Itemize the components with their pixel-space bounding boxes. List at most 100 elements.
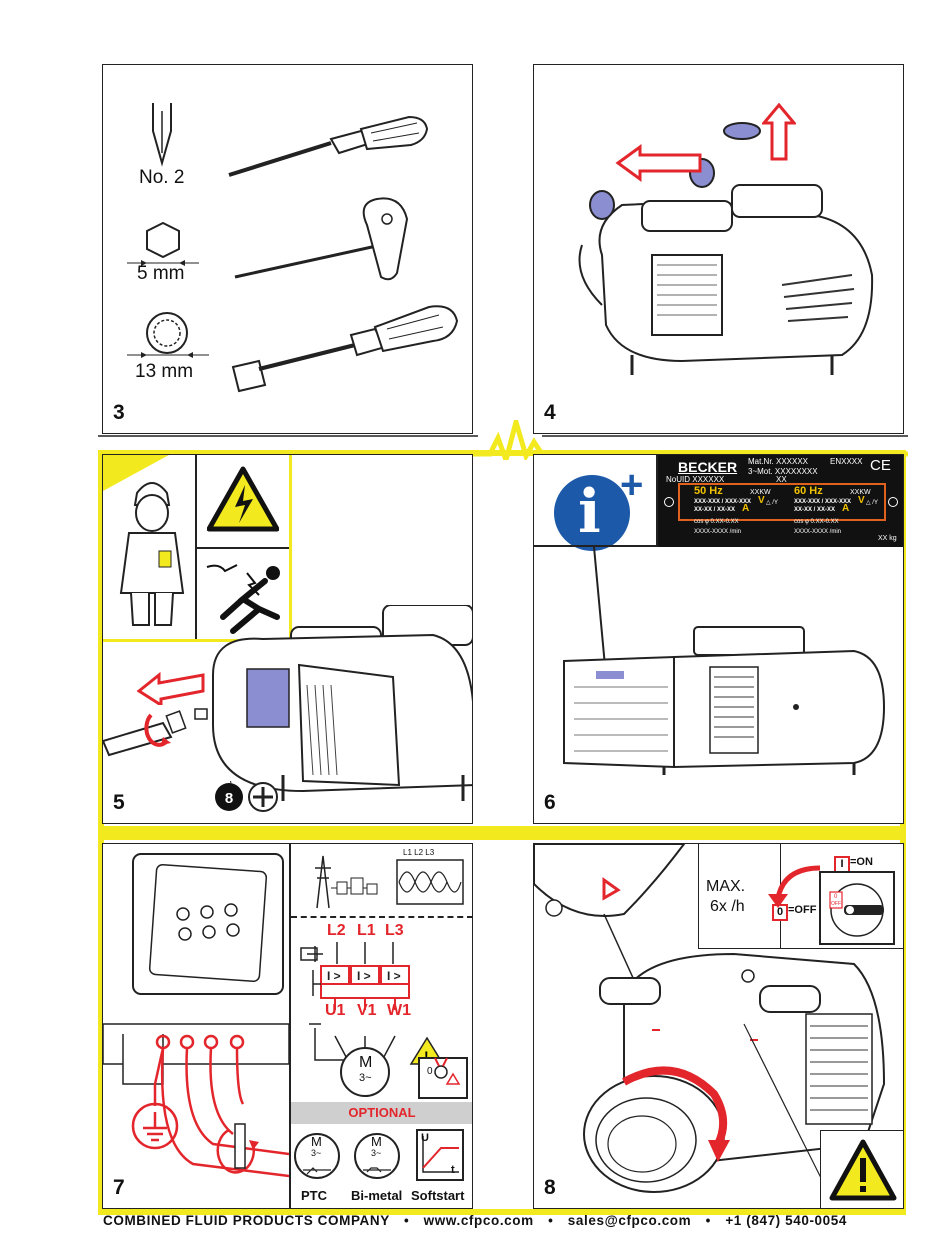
plate-rpm60: XXXX-XXXX /min — [794, 529, 842, 535]
footer-bullet: • — [705, 1213, 711, 1228]
high-voltage-warning-icon — [207, 466, 279, 532]
yellow-frame-middle — [98, 826, 906, 840]
yellow-frame-bottom — [98, 1209, 906, 1215]
phases-label: L1 L2 L3 — [403, 848, 435, 857]
plate-en: ENXXXX — [830, 457, 863, 466]
panel-number: 3 — [113, 401, 125, 424]
panel-number: 5 — [113, 791, 125, 814]
info-plus-icon: + — [620, 463, 644, 507]
footer-bullet: • — [548, 1213, 554, 1228]
dashed-separator — [291, 916, 472, 918]
screwdriver-label: No. 2 — [139, 167, 185, 188]
plate-dy60: △ /Y — [866, 500, 878, 506]
off-label: =OFF — [788, 904, 817, 916]
softstart-label: Softstart — [411, 1188, 465, 1203]
optional-devices-icons — [294, 1129, 464, 1181]
contactor-diagram: I >I >I > ! — [300, 942, 468, 1099]
plate-weight: XX kg — [878, 535, 897, 542]
svg-text:I >: I > — [387, 969, 401, 983]
phillips-screwdriver-icon — [228, 115, 429, 177]
plate-matnr: Mat.Nr. XXXXXX — [748, 457, 809, 466]
motor-m-label: M — [359, 1054, 373, 1071]
plate-kw60: XXKW — [850, 489, 871, 496]
max-label: MAX. — [706, 878, 746, 895]
socket-label: 13 mm — [135, 361, 194, 382]
pump-illustration-8 — [534, 844, 886, 1193]
plate-v50: V — [758, 495, 765, 506]
safety-box — [103, 455, 292, 642]
footer-phone: +1 (847) 540-0054 — [725, 1213, 847, 1228]
torque-and-bit-icons: 8 — [215, 781, 278, 812]
knob-off-label: OFF — [831, 901, 841, 907]
plate-60hz: 60 Hz — [794, 485, 823, 497]
panel-7-wiring: L1 L2 L3 L2 L1 L3 I >I >I > ! U1 V1 W1 M… — [102, 843, 473, 1209]
plate-50hz: 50 Hz — [694, 485, 723, 497]
w1-label: W1 — [387, 1002, 411, 1019]
arrow-left-icon — [615, 144, 702, 182]
plate-volt60: XXX-XXX / XXX-XXX — [794, 499, 852, 505]
general-warning-icon — [829, 1139, 897, 1201]
plate-rpm50: XXXX-XXXX /min — [694, 529, 742, 535]
panel-number: 4 — [544, 401, 556, 424]
pump-illustration-4 — [578, 122, 874, 375]
plate-mot: 3~Mot. XXXXXXXX — [748, 467, 818, 476]
motor-phase-label: 3~ — [359, 1072, 372, 1084]
hex-nut-icon — [127, 221, 199, 266]
plate-highlight-box — [678, 483, 886, 521]
plate-dy50: △ /Y — [766, 500, 778, 506]
info-icon: i — [554, 475, 630, 551]
socket-ring-icon — [127, 312, 209, 358]
panel-6-nameplate: i + BECKER Mat.Nr. XXXXXX ENXXXX CE 3~Mo… — [533, 454, 904, 824]
socket-driver-icon — [231, 305, 459, 393]
l3-label: L3 — [385, 922, 404, 939]
ptc-motor-m: M — [311, 1134, 322, 1149]
on-label: =ON — [850, 856, 873, 868]
plate-ce: CE — [870, 457, 891, 474]
optional-bar — [291, 1102, 472, 1124]
callout-divider — [534, 545, 656, 547]
knob-zero-label: 0 — [834, 894, 838, 900]
power-grid-icon — [315, 855, 464, 909]
screwdriver-tip-icon — [152, 103, 172, 167]
footer-company: COMBINED FLUID PRODUCTS COMPANY — [103, 1213, 390, 1228]
nameplate: BECKER Mat.Nr. XXXXXX ENXXXX CE 3~Mot. X… — [658, 455, 903, 547]
callout-divider-v — [656, 455, 658, 547]
panel-5-terminal-cover: 8 5 — [102, 454, 473, 824]
optional-label: OPTIONAL — [348, 1105, 416, 1120]
softstart-t-axis: t — [451, 1164, 455, 1176]
plate-amp50: XX-XX / XX-XX — [694, 507, 736, 513]
footer-website[interactable]: www.cfpco.com — [423, 1213, 534, 1228]
l1-label: L1 — [357, 922, 376, 939]
footer-bullet: • — [403, 1213, 410, 1228]
yellow-corner-flag — [103, 455, 169, 491]
plate-kw50: XXKW — [750, 489, 771, 496]
l2-label: L2 — [327, 922, 346, 939]
ptc-motor-phase: 3~ — [311, 1148, 322, 1158]
panel-number: 8 — [544, 1176, 556, 1199]
bimetal-label: Bi-metal — [351, 1188, 403, 1203]
u1-label: U1 — [325, 1002, 346, 1019]
svg-text:I >: I > — [327, 969, 341, 983]
softstart-u-axis: U — [421, 1132, 429, 1144]
plate-volt50: XXX-XXX / XXX-XXX — [694, 499, 752, 505]
plate-cos60: cos φ 0.XX-0.XX — [794, 519, 839, 525]
arrow-up-icon — [762, 103, 796, 161]
divider-horizontal — [197, 547, 289, 549]
terminal-box-illustration — [103, 853, 289, 1178]
panel-8-rotation: MAX. 6x /h I =ON 0 =OFF OFF 0 8 — [533, 843, 904, 1209]
footer-email[interactable]: sales@cfpco.com — [567, 1213, 692, 1228]
ptc-label: PTC — [301, 1188, 327, 1203]
pump-illustration-6 — [563, 547, 886, 775]
bimetal-motor-m: M — [371, 1134, 382, 1149]
yellow-frame-center — [472, 450, 534, 1215]
plate-a50: A — [742, 503, 750, 514]
hex-key-label: 5 mm — [137, 263, 185, 284]
svg-text:!: ! — [424, 1048, 429, 1064]
pump-illustration-5 — [103, 605, 472, 801]
hex-key-icon — [234, 197, 409, 281]
panel-4-remove-plugs: 4 — [533, 64, 904, 434]
electric-shock-icon — [206, 564, 280, 634]
main-switch-icon — [768, 865, 895, 945]
bimetal-motor-phase: 3~ — [371, 1148, 382, 1158]
arrow-left-red-icon — [137, 671, 205, 705]
